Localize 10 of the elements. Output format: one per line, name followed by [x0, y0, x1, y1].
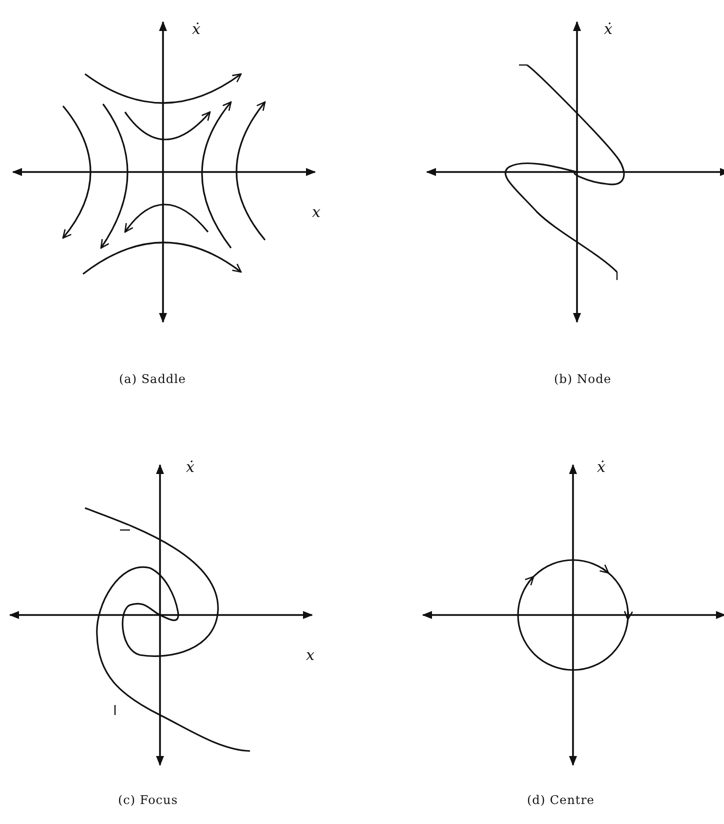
figure-caption: (c) Focus [118, 794, 178, 806]
figure-caption: (b) Node [554, 373, 612, 385]
axis-label: ẋ [186, 460, 194, 475]
axis-label: ẋ [604, 22, 612, 37]
figure-caption: (a) Saddle [119, 373, 186, 385]
figure-caption: (d) Centre [527, 794, 595, 806]
axis-label: ẋ [192, 22, 200, 37]
axis-label: x [312, 205, 320, 220]
axis-label: x [306, 648, 314, 663]
axis-label: ẋ [597, 460, 606, 475]
